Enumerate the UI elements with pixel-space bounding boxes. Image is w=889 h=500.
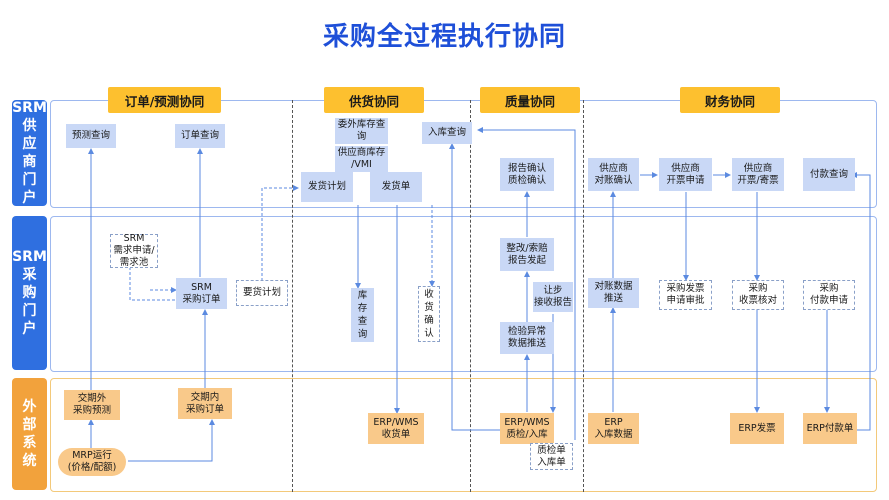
delivery-note-box: 发货单 [370, 172, 422, 202]
payment-query-box: 付款查询 [803, 158, 855, 191]
ext-order-box: 交期内 采购订单 [178, 388, 232, 419]
order-query-box: 订单查询 [175, 124, 225, 148]
phase-finance: 财务协同 [680, 87, 780, 113]
supplier-invoice-apply-box: 供应商 开票申请 [659, 158, 712, 191]
inspect-abnormal-box: 检验异常 数据推送 [500, 322, 554, 354]
purchase-pay-apply-box: 采购 付款申请 [803, 280, 855, 310]
supplier-reconcile-box: 供应商 对账确认 [588, 158, 639, 191]
rectify-claim-box: 整改/索赔 报告发起 [500, 238, 554, 271]
delivery-plan-box: 发货计划 [301, 172, 353, 202]
phase-quality: 质量协同 [480, 87, 580, 113]
supplier-invoice-send-box: 供应商 开票/寄票 [732, 158, 784, 191]
lane-frame-srm-supplier [50, 100, 877, 208]
phase-divider-3 [583, 100, 584, 492]
lane-frame-external [50, 378, 877, 492]
purchase-invoice-check-box: 采购 收票核对 [732, 280, 784, 310]
stock-query-box: 库 存 查 询 [351, 288, 374, 342]
receipt-confirm-box: 收 货 确 认 [418, 286, 440, 342]
lane-frame-srm-purchase [50, 216, 877, 372]
phase-divider-2 [470, 100, 471, 492]
srm-demand-box: SRM 需求申请/ 需求池 [110, 233, 158, 268]
ext-forecast-box: 交期外 采购预测 [64, 390, 120, 420]
phase-supply: 供货协同 [324, 87, 424, 113]
reconcile-push-box: 对账数据 推送 [588, 278, 639, 308]
forecast-query-box: 预测查询 [66, 124, 116, 148]
need-plan-box: 要货计划 [236, 280, 288, 306]
mrp-box: MRP运行 (价格/配额) [58, 448, 126, 476]
erp-payment-box: ERP付款单 [803, 413, 857, 444]
lane-label-srm-purchase: SRM 采 购 门 户 [12, 216, 47, 370]
erp-inbound-box: ERP 入库数据 [588, 413, 639, 444]
supplier-stock-vmi-box: 供应商库存 /VMI [335, 146, 388, 172]
erp-invoice-box: ERP发票 [730, 413, 784, 444]
srm-po-box: SRM 采购订单 [176, 278, 227, 309]
phase-order: 订单/预测协同 [108, 87, 221, 113]
page-title: 采购全过程执行协同 [322, 22, 566, 52]
outsource-stock-query-box: 委外库存查询 [335, 118, 388, 144]
purchase-invoice-approve-box: 采购发票 申请审批 [659, 280, 712, 310]
erp-wms-delivery-box: ERP/WMS 收货单 [368, 413, 424, 444]
inbound-query-box: 入库查询 [422, 122, 472, 144]
lane-label-srm-supplier: SRM 供 应 商 门 户 [12, 100, 47, 206]
phase-divider-1 [292, 100, 293, 492]
erp-wms-quality-box: ERP/WMS 质检/入库 [500, 413, 554, 444]
concession-box: 让步 接收报告 [533, 282, 573, 312]
report-confirm-box: 报告确认 质检确认 [500, 158, 554, 191]
lane-label-external: 外 部 系 统 [12, 378, 47, 490]
quality-inbound-box: 质检单 入库单 [530, 443, 573, 470]
